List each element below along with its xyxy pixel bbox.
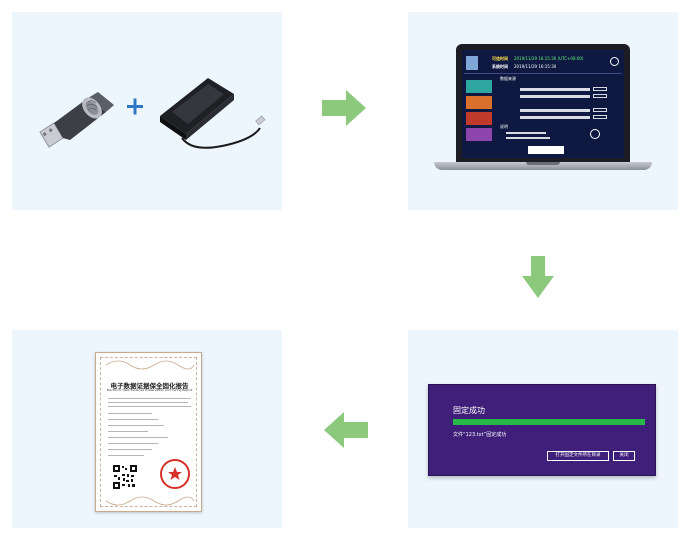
step-3-panel: 固定成功 文件“123.txt”固定成功 打开固定文件所在目录 关闭 xyxy=(408,330,678,528)
laptop-base xyxy=(434,162,652,170)
success-dialog: 固定成功 文件“123.txt”固定成功 打开固定文件所在目录 关闭 xyxy=(428,384,656,476)
trusted-time-value: 2019/11/29 16:15:30 (UTC+08:00) xyxy=(514,56,584,61)
browse-button[interactable] xyxy=(593,115,607,119)
power-icon[interactable] xyxy=(610,57,619,66)
certificate-document-icon: 电子数据证据保全固化报告 Electronic Data Evidence Pr… xyxy=(95,352,202,512)
field-bar[interactable] xyxy=(520,116,590,119)
card-reader-device-icon xyxy=(160,78,266,149)
text-line xyxy=(108,443,158,444)
browse-button[interactable] xyxy=(593,94,607,98)
dialog-title: 固定成功 xyxy=(453,406,485,415)
field-bar[interactable] xyxy=(520,88,590,91)
laptop-icon: 可信时间 2019/11/29 16:15:30 (UTC+08:00) 系统时… xyxy=(456,44,630,162)
seal-stamp-icon xyxy=(160,459,190,489)
note-line xyxy=(506,137,550,139)
section-title: 数据来源 xyxy=(500,76,516,81)
certificate-ornament xyxy=(105,360,195,370)
field-bar[interactable] xyxy=(520,109,590,112)
certificate-border xyxy=(100,357,197,507)
step-2-panel: 可信时间 2019/11/29 16:15:30 (UTC+08:00) 系统时… xyxy=(408,12,678,210)
text-line xyxy=(108,419,158,420)
progress-bar xyxy=(453,419,645,425)
text-line xyxy=(108,425,164,426)
certificate-ornament-bottom xyxy=(105,496,195,506)
logo xyxy=(528,146,564,154)
certificate-title: 电子数据证据保全固化报告 xyxy=(110,382,189,390)
dialog-message: 文件“123.txt”固定成功 xyxy=(453,432,507,438)
tile-red[interactable] xyxy=(466,112,492,125)
laptop-screen: 可信时间 2019/11/29 16:15:30 (UTC+08:00) 系统时… xyxy=(462,50,624,158)
text-line xyxy=(108,431,148,432)
qr-code-icon xyxy=(113,465,137,489)
system-time-value: 2019/11/29 16:15:30 xyxy=(514,64,557,69)
divider xyxy=(464,73,622,74)
open-folder-button[interactable]: 打开固定文件所在目录 xyxy=(547,451,609,461)
text-line xyxy=(108,413,152,414)
avatar xyxy=(466,56,478,70)
close-button[interactable]: 关闭 xyxy=(613,451,635,461)
text-line xyxy=(108,449,152,450)
text-line xyxy=(108,402,188,403)
trusted-time-label: 可信时间 xyxy=(492,56,508,61)
system-time-label: 系统时间 xyxy=(492,64,508,69)
tile-teal[interactable] xyxy=(466,80,492,93)
fingerprint-usb-key-icon xyxy=(39,92,114,148)
tile-purple[interactable] xyxy=(466,128,492,141)
progress-fill xyxy=(453,419,645,425)
certificate-subtitle: Electronic Data Evidence Preservation an… xyxy=(106,388,193,392)
browse-button[interactable] xyxy=(593,108,607,112)
arrow-down-icon xyxy=(522,256,554,298)
text-line xyxy=(108,455,144,456)
hardware-illustration xyxy=(39,78,266,149)
arrow-left-icon xyxy=(324,412,368,448)
field-bar[interactable] xyxy=(520,95,590,98)
text-line xyxy=(108,398,191,399)
play-icon[interactable] xyxy=(590,129,600,139)
arrow-right-icon xyxy=(322,90,366,126)
plus-icon xyxy=(127,98,143,115)
step-4-panel: 电子数据证据保全固化报告 Electronic Data Evidence Pr… xyxy=(12,330,282,528)
section-title-2: 说明 xyxy=(500,124,508,129)
text-line xyxy=(108,437,168,438)
step-1-panel xyxy=(12,12,282,210)
tile-orange[interactable] xyxy=(466,96,492,109)
note-line xyxy=(506,132,546,134)
laptop-notch xyxy=(526,162,560,165)
text-line xyxy=(108,406,191,407)
browse-button[interactable] xyxy=(593,87,607,91)
